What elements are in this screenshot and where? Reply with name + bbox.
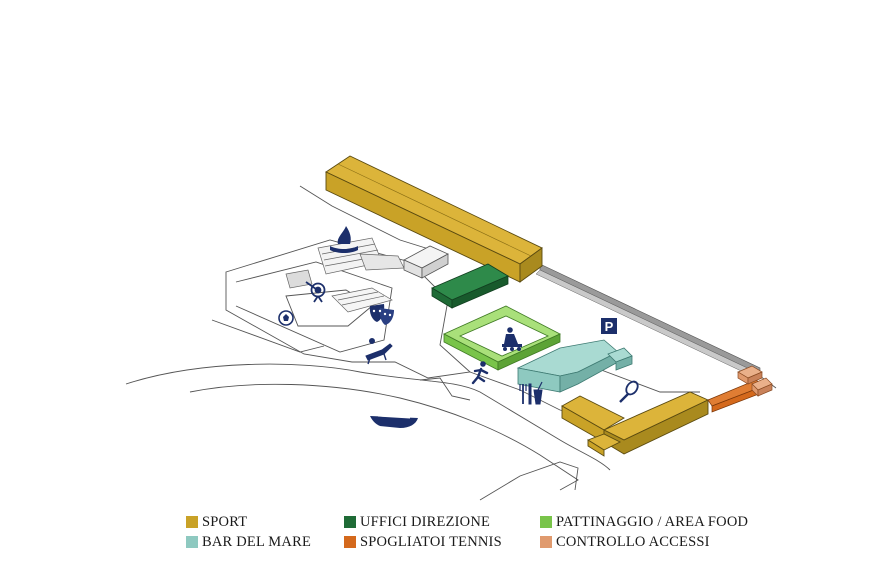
uffici-direzione-building (431, 263, 509, 309)
legend-swatch (540, 516, 552, 528)
pattinaggio-building (443, 305, 561, 371)
legend-swatch (540, 536, 552, 548)
legend-label: PATTINAGGIO / AREA FOOD (556, 513, 749, 530)
bar-del-mare-building (516, 339, 633, 393)
white-building (403, 245, 449, 279)
legend-swatch (344, 536, 356, 548)
legend-item-sport: SPORT (186, 513, 247, 531)
theater-masks-icon (369, 304, 394, 325)
legend-item-uffici-direzione: UFFICI DIREZIONE (344, 513, 490, 531)
food-drink-icon (519, 381, 543, 405)
legend: SPORT UFFICI DIREZIONE PATTINAGGIO / ARE… (186, 513, 826, 553)
legend-item-pattinaggio: PATTINAGGIO / AREA FOOD (540, 513, 748, 531)
tennis-icon (619, 380, 639, 403)
legend-label: SPORT (202, 513, 248, 530)
legend-label: SPOGLIATOI TENNIS (360, 533, 502, 550)
legend-swatch (344, 516, 356, 528)
legend-swatch (186, 536, 198, 548)
legend-label: CONTROLLO ACCESSI (556, 533, 710, 550)
soccer-ball-icon (278, 310, 294, 326)
sport-building-north (325, 155, 543, 283)
sunbed-icon (365, 338, 393, 365)
legend-item-spogliatoi-tennis: SPOGLIATOI TENNIS (344, 533, 502, 551)
legend-label: BAR DEL MARE (202, 533, 312, 550)
parking-label: P (605, 319, 614, 334)
legend-label: UFFICI DIREZIONE (360, 513, 491, 530)
tribune-steps (285, 237, 405, 313)
diver-icon (330, 226, 358, 253)
parking-icon: P (601, 318, 617, 334)
legend-item-controllo-accessi: CONTROLLO ACCESSI (540, 533, 710, 551)
archery-icon (305, 281, 326, 303)
skating-icon (502, 327, 522, 351)
sport-building-south (561, 391, 710, 457)
runner-icon (471, 361, 489, 385)
boat-icon (370, 415, 418, 428)
controllo-accessi-building (737, 365, 773, 397)
legend-item-bar-del-mare: BAR DEL MARE (186, 533, 311, 551)
legend-swatch (186, 516, 198, 528)
